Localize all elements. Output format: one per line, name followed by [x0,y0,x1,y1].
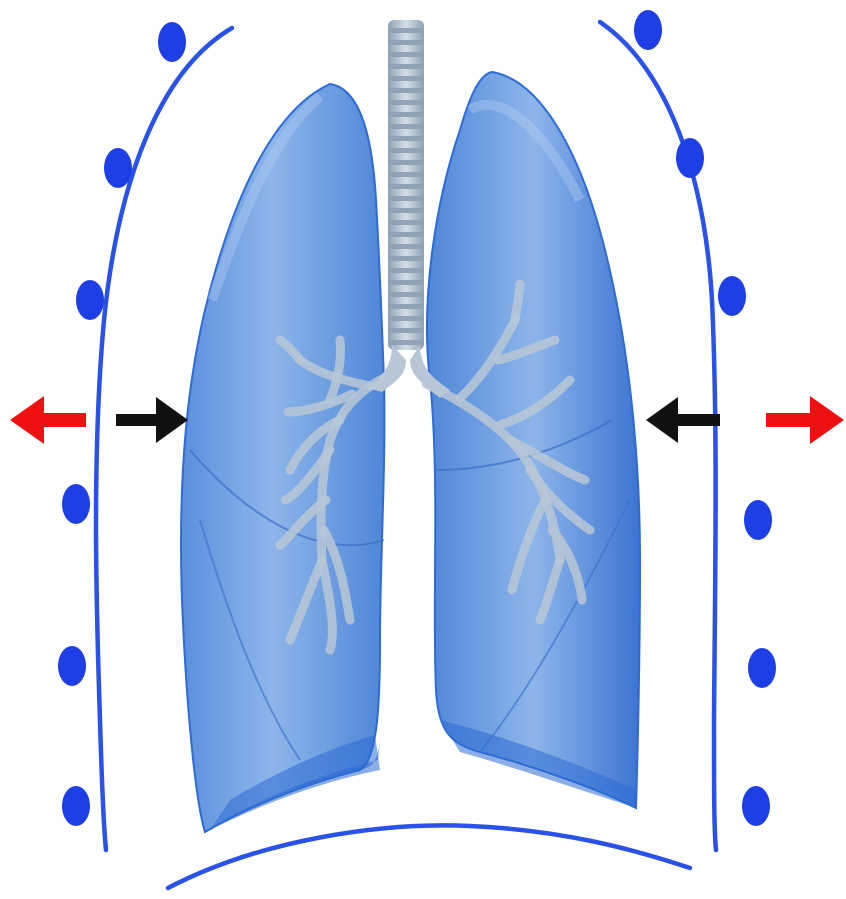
trachea-ring [388,172,424,177]
particle-left [104,148,132,188]
trachea-ring [388,64,424,69]
trachea-ring [388,268,424,273]
outward-arrow-right [766,396,844,444]
right-lung [427,72,640,808]
trachea-ring [388,40,424,45]
trachea-ring [388,112,424,117]
particle-left [58,646,86,686]
trachea-ring [388,160,424,165]
trachea-ring [388,244,424,249]
particle-right [718,276,746,316]
particle-right [742,786,770,826]
particle-left [158,22,186,62]
trachea-ring [388,280,424,285]
trachea-ring [388,52,424,57]
trachea-ring [388,328,424,333]
diaphragm-line [168,825,690,888]
trachea-ring [388,88,424,93]
trachea-ring [388,220,424,225]
particle-left [62,786,90,826]
trachea-ring [388,316,424,321]
trachea-ring [388,184,424,189]
inward-arrow-right [646,397,720,443]
trachea-ring [388,256,424,261]
trachea-ring [388,136,424,141]
trachea-ring [388,340,424,345]
trachea-ring [388,304,424,309]
inward-arrow-left [116,397,188,443]
particle-right [676,138,704,178]
particle-right [634,10,662,50]
trachea-ring [388,148,424,153]
particle-right [744,500,772,540]
trachea-ring [388,196,424,201]
trachea-ring [388,100,424,105]
particle-right [748,648,776,688]
trachea-ring [388,28,424,33]
trachea-ring [388,208,424,213]
particle-left [62,484,90,524]
trachea-ring [388,76,424,81]
particle-left [76,280,104,320]
trachea-ring [388,292,424,297]
outward-arrow-left [10,396,86,444]
trachea-ring [388,124,424,129]
left-lung [181,84,384,832]
trachea-ring [388,232,424,237]
